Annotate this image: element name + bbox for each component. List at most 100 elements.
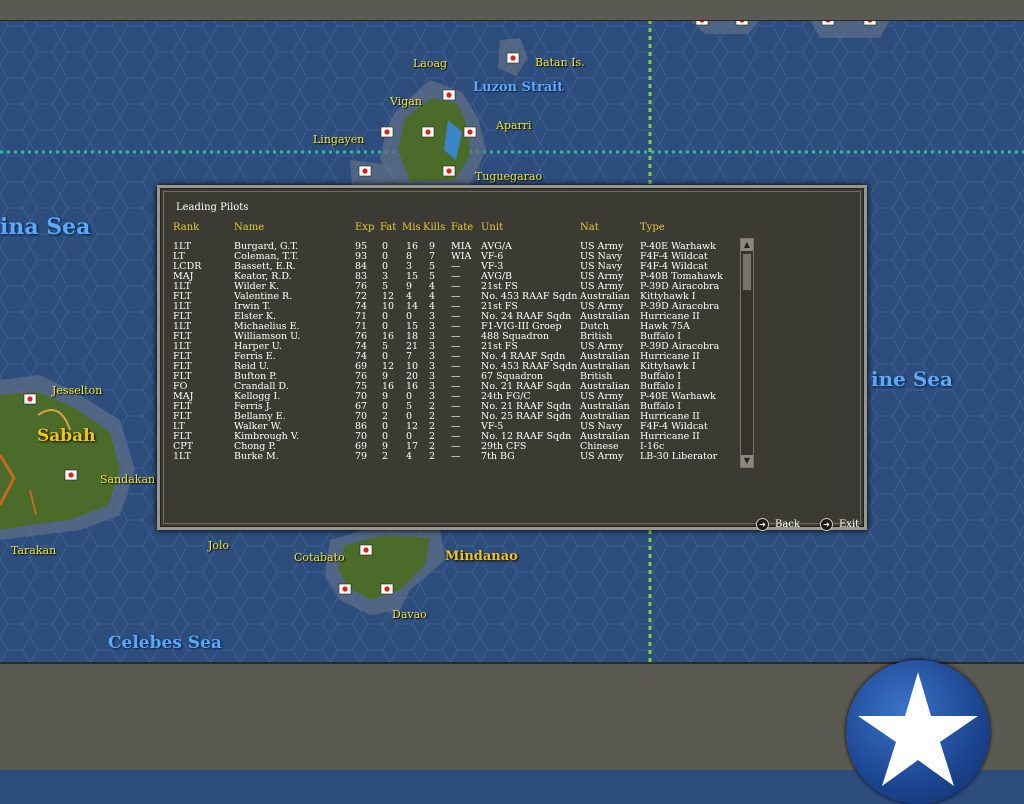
col-header-fat[interactable]: Fat: [380, 222, 397, 233]
cell-rank: FLT: [173, 351, 192, 362]
cell-exp: 76: [355, 331, 368, 342]
col-header-nat[interactable]: Nat: [580, 222, 599, 233]
cell-exp: 84: [355, 261, 368, 272]
col-header-rank[interactable]: Rank: [173, 222, 200, 233]
cell-kills: 3: [429, 311, 436, 322]
cell-kills: 3: [429, 381, 436, 392]
cell-fat: 5: [382, 281, 389, 292]
cell-nat: Australian: [580, 411, 630, 422]
cell-fate: —: [451, 261, 461, 272]
cell-unit: 488 Squadron: [481, 331, 549, 342]
cell-fate: —: [451, 341, 461, 352]
cell-nat: US Navy: [580, 421, 623, 432]
cell-unit: 21st FS: [481, 341, 518, 352]
cell-exp: 76: [355, 281, 368, 292]
cell-fat: 0: [382, 421, 389, 432]
cell-unit: 29th CFS: [481, 441, 527, 452]
cell-exp: 72: [355, 291, 368, 302]
cell-unit: No. 4 RAAF Sqdn: [481, 351, 566, 362]
cell-unit: F1-VIG-III Groep: [481, 321, 562, 332]
cell-nat: US Army: [580, 451, 624, 462]
cell-fate: —: [451, 371, 461, 382]
cell-fat: 0: [382, 431, 389, 442]
cell-type: LB-30 Liberator: [640, 451, 718, 462]
cell-name: Michaelius E.: [234, 321, 300, 332]
cell-name: Kellogg I.: [234, 391, 281, 402]
cell-rank: 1LT: [173, 301, 191, 312]
col-header-mis[interactable]: Mis: [402, 222, 421, 233]
col-header-name[interactable]: Name: [234, 222, 265, 233]
exit-button[interactable]: ➜ Exit: [820, 518, 859, 531]
cell-kills: 7: [429, 251, 436, 262]
airbase-flag-icon: [380, 583, 394, 595]
cell-type: P-40E Warhawk: [640, 241, 716, 252]
dialog-body: Leading Pilots Rank Name Exp Fat Mis Kil…: [163, 191, 861, 531]
cell-mis: 16: [406, 241, 419, 252]
map-label-lingayen: Lingayen: [313, 133, 365, 146]
cell-type: P-39D Airacobra: [640, 301, 720, 312]
cell-exp: 69: [355, 441, 368, 452]
cell-nat: Chinese: [580, 441, 619, 452]
cell-name: Crandall D.: [234, 381, 289, 392]
cell-fate: —: [451, 301, 461, 312]
cell-kills: 3: [429, 331, 436, 342]
cell-type: Hurricane II: [640, 431, 700, 442]
cell-name: Bufton P.: [234, 371, 277, 382]
cell-name: Ferris E.: [234, 351, 276, 362]
col-header-exp[interactable]: Exp: [355, 222, 375, 233]
cell-kills: 2: [429, 451, 436, 462]
col-header-kills[interactable]: Kills: [423, 222, 446, 233]
cell-fat: 12: [382, 361, 395, 372]
cell-nat: Australian: [580, 351, 630, 362]
cell-rank: MAJ: [173, 391, 194, 402]
cell-unit: No. 12 RAAF Sqdn: [481, 431, 572, 442]
col-header-fate[interactable]: Fate: [451, 222, 474, 233]
cell-nat: Australian: [580, 381, 630, 392]
cell-nat: US Army: [580, 241, 624, 252]
cell-rank: 1LT: [173, 281, 191, 292]
scroll-thumb[interactable]: [742, 253, 752, 291]
pilot-table-scrollbar[interactable]: ▲ ▼: [740, 238, 754, 468]
cell-kills: 9: [429, 241, 436, 252]
cell-name: Burke M.: [234, 451, 279, 462]
cell-mis: 4: [406, 291, 413, 302]
cell-kills: 5: [429, 261, 436, 272]
scroll-down-icon[interactable]: ▼: [741, 455, 753, 467]
col-header-type[interactable]: Type: [640, 222, 665, 233]
cell-mis: 15: [406, 321, 419, 332]
back-button[interactable]: ➜ Back: [756, 518, 800, 531]
scroll-up-icon[interactable]: ▲: [741, 239, 753, 251]
white-star-icon[interactable]: [846, 660, 990, 804]
cell-unit: 21st FS: [481, 301, 518, 312]
col-header-unit[interactable]: Unit: [481, 222, 504, 233]
map-label-vigan: Vigan: [390, 95, 422, 108]
cell-fat: 0: [382, 261, 389, 272]
cell-kills: 4: [429, 291, 436, 302]
map-label-luzon-strait: Luzon Strait: [473, 80, 564, 95]
luzon-island: [350, 38, 528, 190]
cell-exp: 74: [355, 301, 368, 312]
cell-fate: —: [451, 431, 461, 442]
